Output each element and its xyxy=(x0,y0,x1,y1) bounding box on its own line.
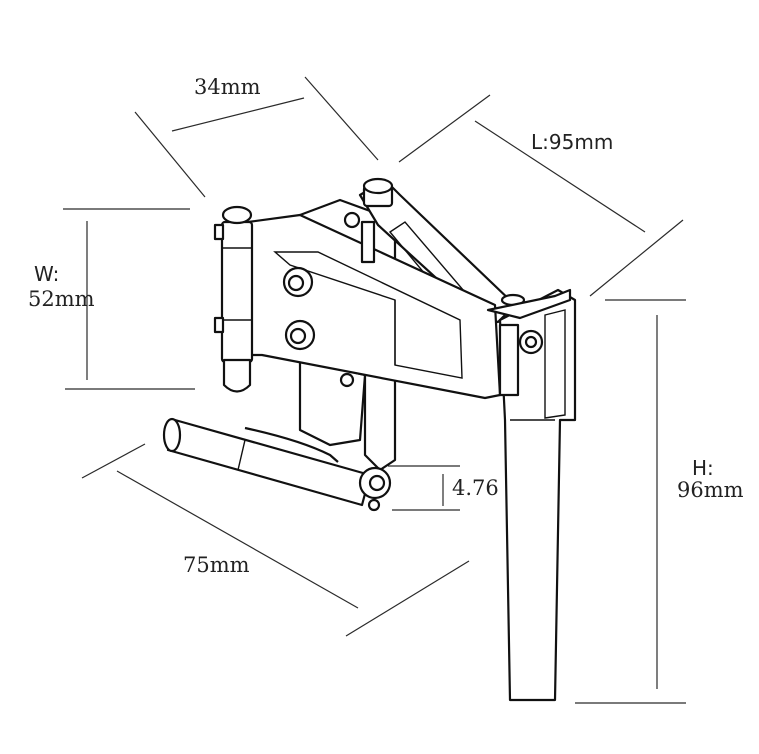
dim-shaft-diameter-label: 4.76 xyxy=(452,476,499,500)
center-pin xyxy=(343,177,394,264)
dim-length-label: L:95mm xyxy=(531,130,614,154)
dim-34-line xyxy=(171,97,305,132)
dimension-lines xyxy=(63,76,686,704)
left-hinge xyxy=(213,205,254,393)
dim-34-right-ext xyxy=(304,76,379,161)
dim-width-key: W: xyxy=(34,262,60,286)
dim-75-left-ext xyxy=(81,443,146,479)
dim-height-key: H: xyxy=(692,456,714,480)
dim-tiller-length-label: 75mm xyxy=(183,553,250,577)
rudder-blade xyxy=(486,288,577,702)
dim-height-value: 96mm xyxy=(677,478,744,502)
dim-34-left-ext xyxy=(134,111,206,198)
dim-top-width-label: 34mm xyxy=(194,75,261,99)
tiller-clevis xyxy=(358,466,392,512)
dim-75-right-ext xyxy=(345,560,470,637)
tiller-arm xyxy=(162,417,372,507)
dim-75-line xyxy=(116,470,359,609)
dim-95-left-ext xyxy=(398,94,491,163)
dim-width-value: 52mm xyxy=(28,287,95,311)
dim-95-line xyxy=(474,120,646,233)
dim-95-right-ext xyxy=(589,219,684,297)
